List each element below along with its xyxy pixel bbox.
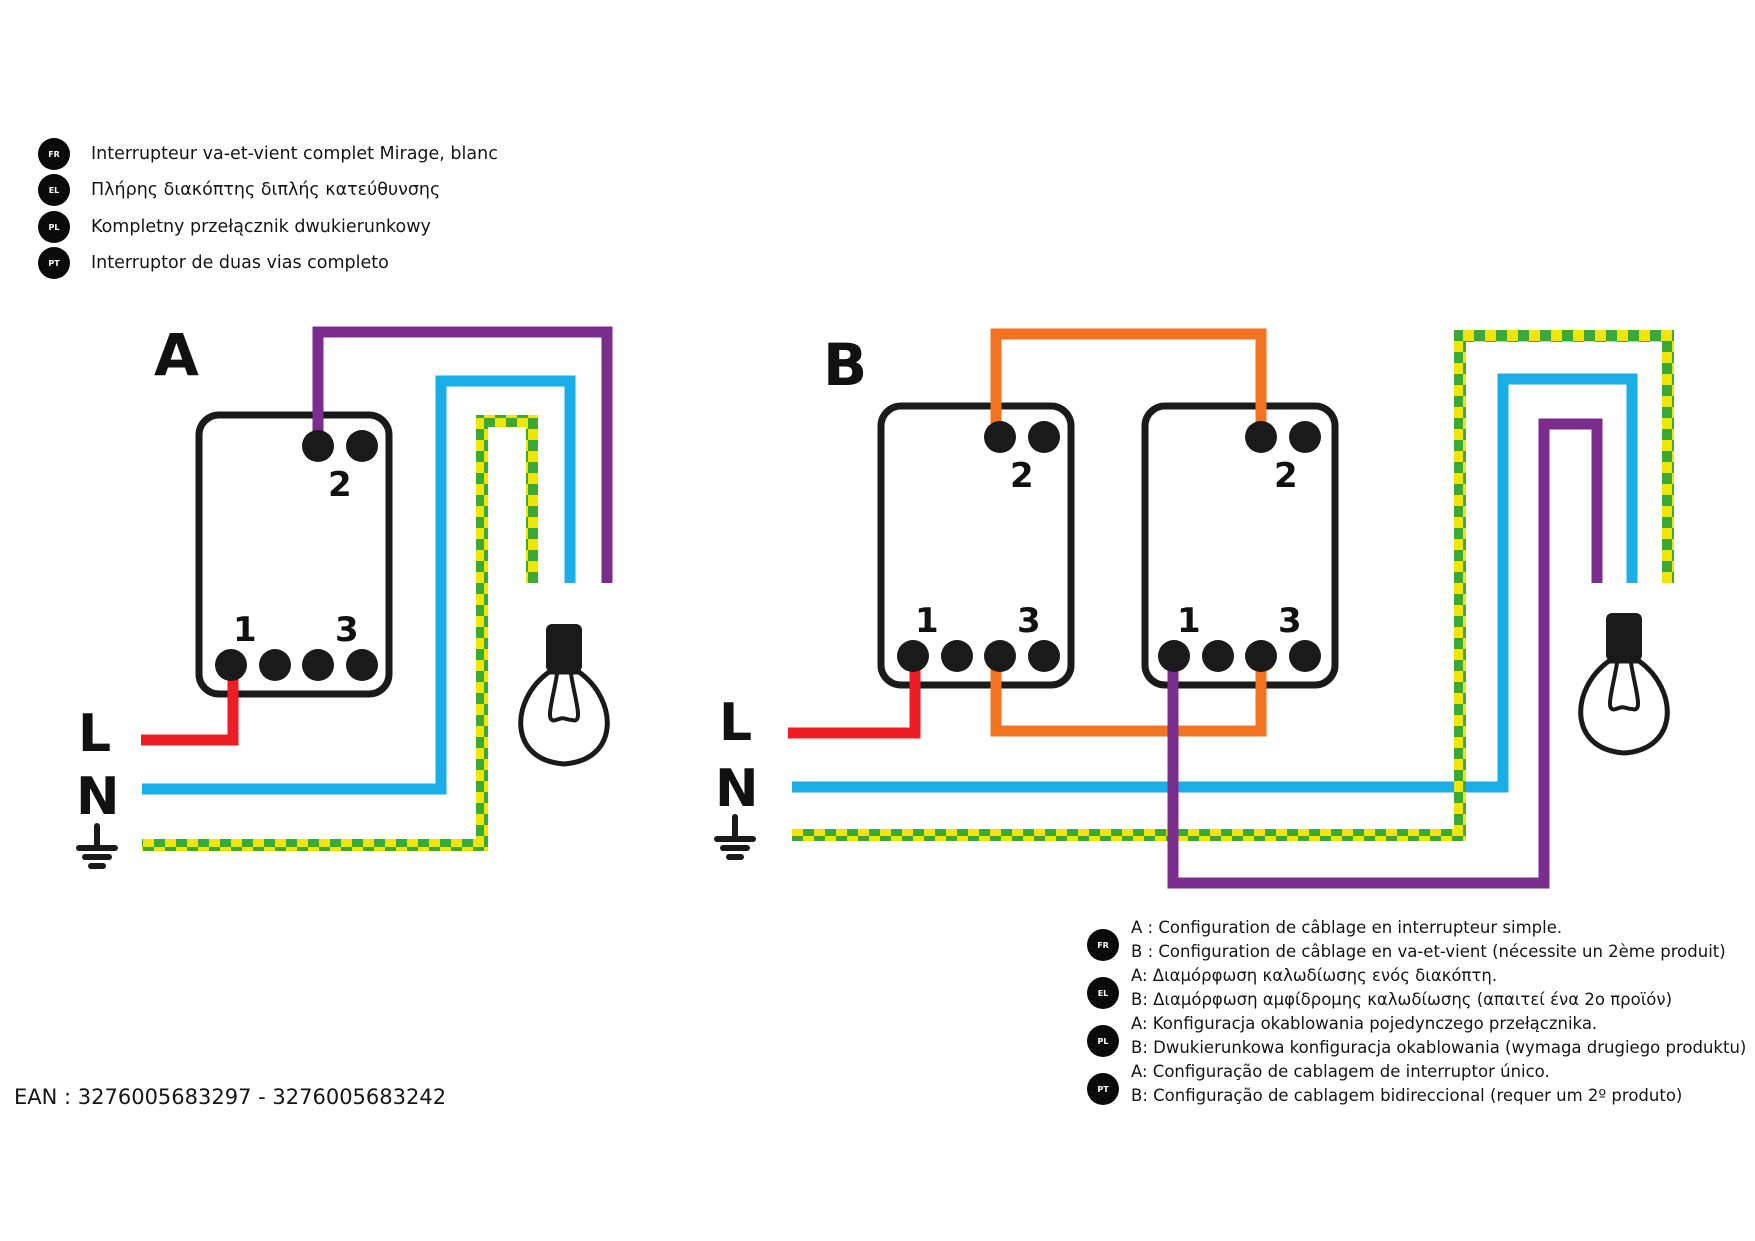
terminal-label-2: 2 [1010,456,1034,496]
ean-code: EAN : 3276005683297 - 3276005683242 [14,1085,447,1109]
note-pl-a: A: Konfiguracja okablowania pojedynczego… [1131,1014,1598,1033]
diagram-a: A 2 1 3 L N [76,321,613,869]
lamp-b-socket [1606,613,1642,661]
language-badge-pl: PL [1087,1025,1119,1057]
switch-b2-box [1141,402,1339,689]
traveller-bottom-b [990,656,1267,737]
language-badge-pt: PT [38,247,70,279]
lamp-a-icon [518,624,610,767]
live-wire-a [141,665,239,746]
lamp-b-icon [1578,613,1670,756]
lamp-b-filament [1608,662,1640,712]
terminal-3-a [346,649,378,681]
traveller-top-b [990,328,1267,437]
neutral-wire-b [792,373,1638,793]
terminal-label-1: 1 [233,610,257,650]
note-fr-a: A : Configuration de câblage en interrup… [1131,918,1563,937]
product-name-pl: Kompletny przełącznik dwukierunkowy [91,217,431,237]
neutral-wire-a [142,375,576,795]
diagram-b-label: B [823,331,867,399]
terminal-label-3: 3 [1278,601,1302,641]
terminal-a-top-extra [346,430,378,462]
earth-symbol-b-icon [714,814,756,860]
switched-wire-b [1167,418,1603,889]
terminal-label-3: 3 [335,610,359,650]
terminal-b2-bottom [1245,640,1277,672]
terminal-b1-top-extra [1028,421,1060,453]
earth-wire-a [142,415,538,851]
earth-wire-b [792,330,1674,841]
product-name-el: Πλήρης διακόπτης διπλής κατεύθυνσης [91,180,441,200]
terminal-label-2: 2 [1274,456,1298,496]
switch-b1-box [877,402,1075,689]
language-badge-fr: FR [1087,929,1119,961]
lamp-a-socket [546,624,582,672]
terminal-label-2: 2 [328,465,352,505]
terminal-b1-bottom [984,640,1016,672]
diagram-a-label: A [154,321,199,389]
language-badge-el: EL [1087,977,1119,1009]
terminal-b2-bottom [1202,640,1234,672]
terminal-label-3: 3 [1017,601,1041,641]
neutral-label-b: N [715,759,759,819]
language-badge-pl: PL [38,211,70,243]
terminal-3-b2 [1289,640,1321,672]
note-el-b: B: Διαμόρφωση αμφίδρομης καλωδίωσης (απα… [1131,990,1673,1009]
terminal-1-b1 [897,640,929,672]
language-badge-pt: PT [1087,1073,1119,1105]
note-fr-b: B : Configuration de câblage en va-et-vi… [1131,942,1726,961]
switch-a-box [195,411,393,698]
product-name-pt: Interruptor de duas vias completo [91,253,389,273]
live-wire-b [788,656,921,739]
live-label-b: L [719,693,752,753]
note-pl-b: B: Dwukierunkowa konfiguracja okablowani… [1131,1038,1747,1057]
terminal-2-b2 [1245,421,1277,453]
terminal-b2-top-extra [1289,421,1321,453]
neutral-label-a: N [76,767,120,827]
terminal-label-1: 1 [1177,601,1201,641]
language-badge-fr: FR [38,138,70,170]
terminal-a-bottom [259,649,291,681]
lamp-a-filament [548,673,580,723]
terminal-2-a [302,430,334,462]
terminal-label-1: 1 [915,601,939,641]
product-name-fr: Interrupteur va-et-vient complet Mirage,… [91,144,498,164]
live-label-a: L [78,704,111,764]
note-el-a: A: Διαμόρφωση καλωδίωσης ενός διακόπτη. [1131,966,1498,985]
note-pt-b: B: Configuração de cablagem bidirecciona… [1131,1086,1683,1105]
switched-wire-a [312,326,613,583]
note-pt-a: A: Configuração de cablagem de interrupt… [1131,1062,1550,1081]
language-badge-el: EL [38,174,70,206]
terminal-a-bottom [302,649,334,681]
terminal-b1-bottom [941,640,973,672]
terminal-1-a [215,649,247,681]
terminal-3-b1 [1028,640,1060,672]
diagram-b: B 2 1 3 2 1 3 [714,328,1674,889]
terminal-2-b1 [984,421,1016,453]
earth-symbol-a-icon [76,823,118,869]
terminal-1-b2 [1158,640,1190,672]
